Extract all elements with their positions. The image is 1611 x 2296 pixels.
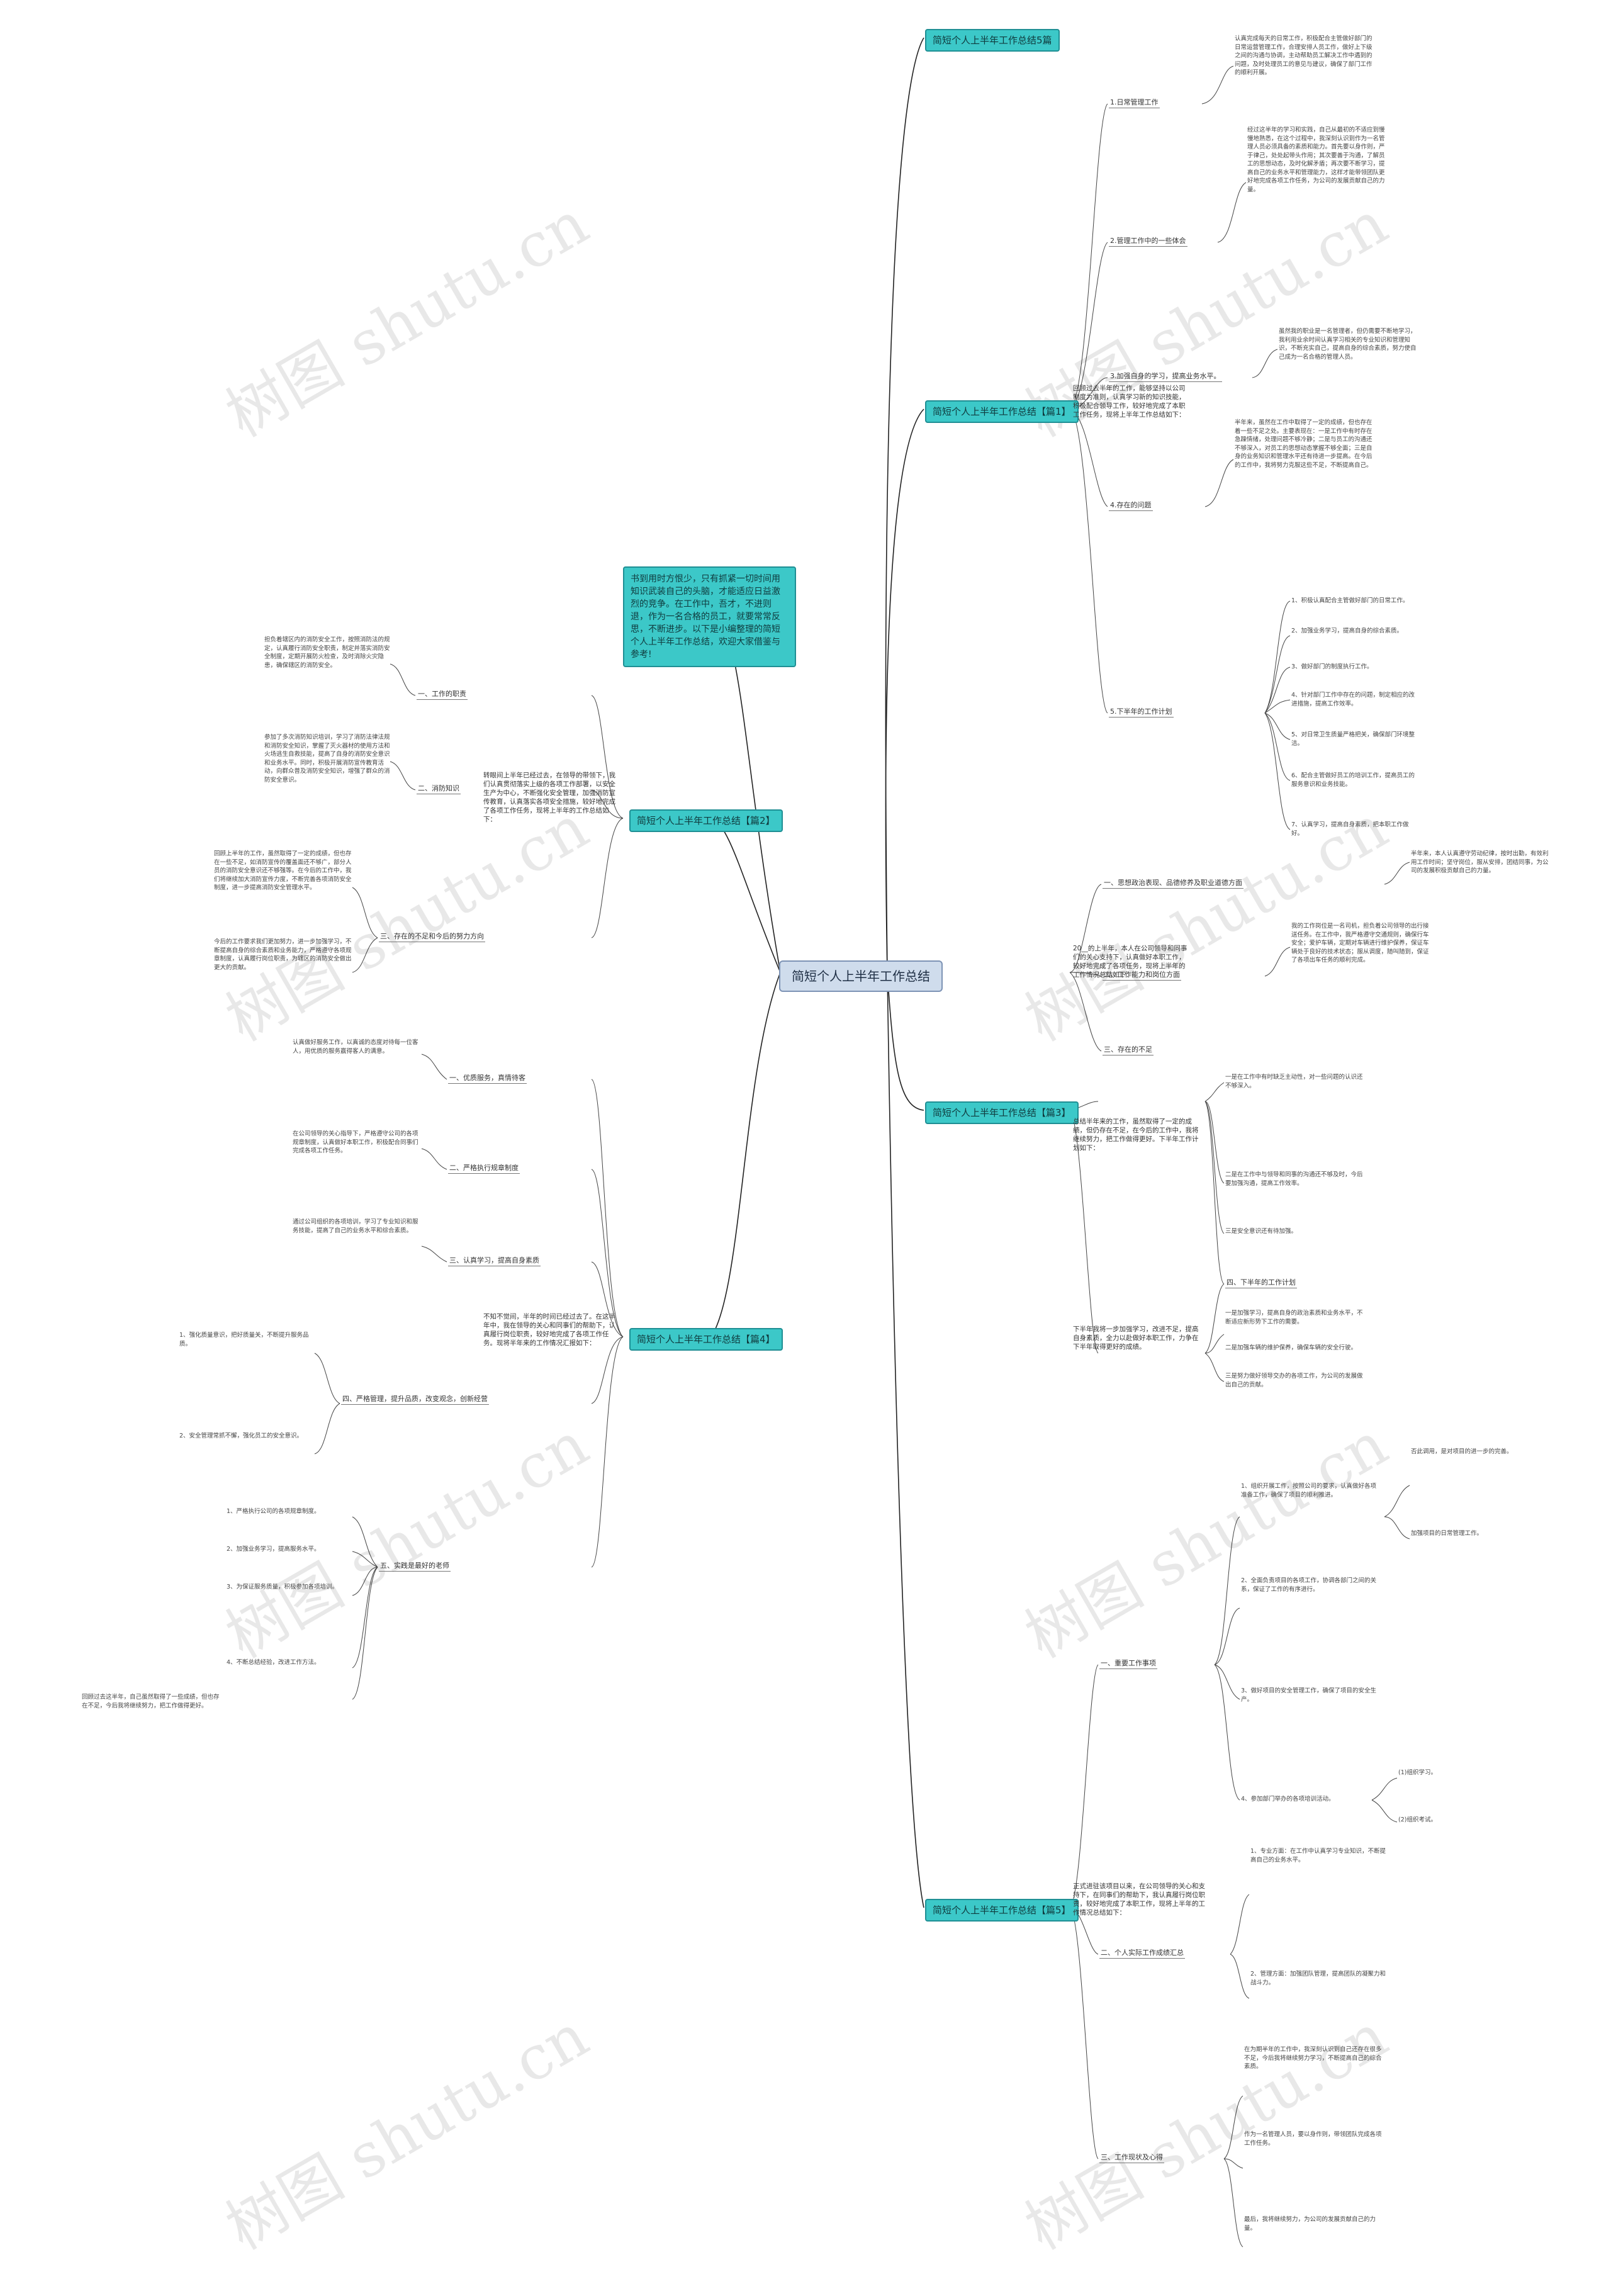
- p3c-leaf-2: 二是加强车辆的维护保养，确保车辆的安全行驶。: [1225, 1344, 1357, 1351]
- p1-sub-daily[interactable]: 1.日常管理工作: [1109, 98, 1160, 108]
- p5-detail-3: (1)组织学习。: [1398, 1769, 1437, 1776]
- p1-summary: 回顾过去半年的工作，能够坚持以公司制度为准则，认真学习新的知识技能，积极配合领导…: [1073, 385, 1186, 419]
- p1-leaf-daily: 认真完成每天的日常工作，积极配合主管做好部门的日常运营管理工作，合理安排人员工作…: [1235, 35, 1372, 76]
- p3b-sub-plan[interactable]: 四、下半年的工作计划: [1225, 1278, 1297, 1288]
- p3-sub-morals[interactable]: 一、思想政治表现、品德修养及职业道德方面: [1103, 878, 1243, 889]
- p4-summary: 不知不觉间，半年的时间已经过去了。在这半年中，我在领导的关心和同事们的帮助下，认…: [483, 1313, 615, 1347]
- p1-sub-plan[interactable]: 5.下半年的工作计划: [1109, 707, 1174, 718]
- p3b-leaf-3: 三是安全意识还有待加强。: [1225, 1228, 1298, 1235]
- p3-summary: 20__的上半年，本人在公司领导和同事们的关心支持下，认真做好本职工作，较好地完…: [1073, 945, 1187, 979]
- p5-leaf-status-3: 最后，我将继续努力，为公司的发展贡献自己的力量。: [1244, 2216, 1376, 2232]
- p2-summary: 转眼间上半年已经过去，在领导的带领下，我们认真贯彻落实上级的各项工作部署，以安全…: [483, 772, 615, 823]
- p3b-leaf-2: 二是在工作中与领导和同事的沟通还不够及时，今后要加强沟通，提高工作效率。: [1225, 1171, 1363, 1187]
- p1-leaf-experience: 经过这半年的学习和实践，自己从最初的不适应到慢慢地熟悉，在这个过程中，我深刻认识…: [1247, 127, 1385, 193]
- topic-article-4[interactable]: 简短个人上半年工作总结【篇4】: [629, 1328, 783, 1351]
- p5-sub-results[interactable]: 二、个人实际工作成绩汇总: [1099, 1948, 1185, 1959]
- p3-leaf-morals: 半年来，本人认真遵守劳动纪律，按时出勤，有效利用工作时间；坚守岗位，服从安排，团…: [1411, 850, 1549, 874]
- p3-leaf-ability: 我的工作岗位是一名司机，担负着公司领导的出行接送任务。在工作中，我严格遵守交通规…: [1291, 923, 1429, 964]
- p2-sub-shortcoming[interactable]: 三、存在的不足和今后的努力方向: [379, 931, 485, 942]
- p4-leaf-management-2: 2、安全管理常抓不懈，强化员工的安全意识。: [179, 1432, 303, 1439]
- topic-article-1[interactable]: 简短个人上半年工作总结【篇1】: [925, 400, 1079, 423]
- p1-leaf-problems: 半年来，虽然在工作中取得了一定的成绩，但也存在着一些不足之处。主要表现在：一是工…: [1235, 419, 1372, 469]
- p1-sub-experience[interactable]: 2.管理工作中的一些体会: [1109, 236, 1187, 247]
- intro-box[interactable]: 书到用时方恨少，只有抓紧一切时间用知识武装自己的头脑，才能适应日益激烈的竞争。在…: [623, 566, 796, 667]
- p5-leaf-result-2: 2、管理方面：加强团队管理，提高团队的凝聚力和战斗力。: [1250, 1971, 1386, 1986]
- p5-leaf-result-1: 1、专业方面：在工作中认真学习专业知识，不断提高自己的业务水平。: [1250, 1848, 1386, 1864]
- p4-leaf-practice-4: 4、不断总结经验，改进工作方法。: [227, 1659, 320, 1666]
- p5-sub-tasks[interactable]: 一、重要工作事项: [1099, 1658, 1157, 1669]
- p4-sub-service[interactable]: 一、优质服务，真情待客: [448, 1073, 527, 1084]
- p4-leaf-practice-2: 2、加强业务学习，提高服务水平。: [227, 1546, 320, 1553]
- p2-sub-duty[interactable]: 一、工作的职责: [417, 689, 468, 700]
- p2-leaf-fire-knowledge: 参加了多次消防知识培训，学习了消防法律法规和消防安全知识，掌握了灭火器材的使用方…: [264, 734, 390, 784]
- p4-sub-rules[interactable]: 二、严格执行规章制度: [448, 1163, 520, 1174]
- p4-sub-management[interactable]: 四、严格管理，提升品质，改变观念，创新经营: [341, 1394, 489, 1405]
- p4-sub-learning[interactable]: 三、认真学习，提高自身素质: [448, 1256, 541, 1266]
- p2-leaf-shortcoming-1: 回顾上半年的工作，虽然取得了一定的成绩，但也存在一些不足，如消防宣传的覆盖面还不…: [214, 850, 352, 891]
- p5-detail-4: (2)组织考试。: [1398, 1816, 1437, 1823]
- p4-leaf-learning: 通过公司组织的各项培训，学习了专业知识和服务技能，提高了自己的业务水平和综合素质…: [293, 1218, 418, 1234]
- root-topic[interactable]: 简短个人上半年工作总结: [779, 960, 943, 992]
- p5-leaf-status-1: 在为期半年的工作中，我深刻认识到自己还存在很多不足，今后我将继续努力学习，不断提…: [1244, 2046, 1382, 2070]
- p4-leaf-management-1: 1、强化质量意识，把好质量关，不断提升服务品质。: [179, 1332, 309, 1348]
- p3c-leaf-3: 三是努力做好领导交办的各项工作，为公司的发展做出自己的贡献。: [1225, 1373, 1363, 1388]
- topic-article-3[interactable]: 简短个人上半年工作总结【篇3】: [925, 1101, 1079, 1124]
- p5-leaf-status-2: 作为一名管理人员，要以身作则，带领团队完成各项工作任务。: [1244, 2131, 1382, 2147]
- p4-leaf-conclusion: 回顾过去这半年，自己虽然取得了一些成绩，但也存在不足，今后我将继续努力，把工作做…: [82, 1694, 220, 1709]
- p1-leaf-plan-3: 3、做好部门的制度执行工作。: [1291, 663, 1373, 670]
- p4-sub-practice[interactable]: 五、实践是最好的老师: [379, 1561, 451, 1572]
- p1-leaf-plan-1: 1、积极认真配合主管做好部门的日常工作。: [1291, 597, 1409, 604]
- p4-leaf-practice-1: 1、严格执行公司的各项规章制度。: [227, 1508, 320, 1515]
- p4-leaf-practice-3: 3、为保证服务质量，积极参加各项培训。: [227, 1584, 339, 1590]
- p5-sub-status[interactable]: 三、工作现状及心得: [1099, 2152, 1164, 2163]
- topic-five-articles[interactable]: 简短个人上半年工作总结5篇: [925, 29, 1060, 52]
- p1-sub-study[interactable]: 3.加强自身的学习，提高业务水平。: [1109, 371, 1222, 382]
- p3-sub-ability[interactable]: 二、工作能力和岗位方面: [1103, 970, 1181, 981]
- p1-leaf-study: 虽然我的职业是一名管理者，但仍需要不断地学习，我利用业余时间认真学习相关的专业知…: [1279, 328, 1417, 361]
- p1-leaf-plan-4: 4、针对部门工作中存在的问题，制定相应的改进措施，提高工作效率。: [1291, 692, 1415, 707]
- topic-article-2[interactable]: 简短个人上半年工作总结【篇2】: [629, 809, 783, 832]
- p5-detail-2: 加强项目的日常管理工作。: [1411, 1530, 1483, 1537]
- p1-leaf-plan-5: 5、对日常卫生质量严格把关，确保部门环境整洁。: [1291, 731, 1415, 747]
- p2-leaf-shortcoming-2: 今后的工作要求我们更加努力，进一步加强学习，不断提高自身的综合素质和业务能力，严…: [214, 938, 352, 971]
- p3-sub-shortcoming[interactable]: 三、存在的不足: [1103, 1045, 1154, 1055]
- p3b-summary: 总结半年来的工作，虽然取得了一定的成绩，但仍存在不足，在今后的工作中，我将继续努…: [1073, 1118, 1199, 1152]
- p3b-leaf-1: 一是在工作中有时缺乏主动性，对一些问题的认识还不够深入。: [1225, 1074, 1363, 1089]
- p5-leaf-task-4: 4、参加部门举办的各项培训活动。: [1241, 1796, 1335, 1803]
- p3c-leaf-1: 一是加强学习，提高自身的政治素质和业务水平，不断适应新形势下工作的需要。: [1225, 1310, 1363, 1325]
- p3c-summary: 下半年我将一步加强学习，改进不足，提高自身素质，全力以赴做好本职工作，力争在下半…: [1073, 1325, 1199, 1351]
- p1-leaf-plan-6: 6、配合主管做好员工的培训工作，提高员工的服务意识和业务技能。: [1291, 772, 1415, 788]
- p5-leaf-task-2: 2、全面负责项目的各项工作，协调各部门之间的关系，保证了工作的有序进行。: [1241, 1577, 1377, 1593]
- p5-summary: 正式进驻该项目以来，在公司领导的关心和支持下，在同事们的帮助下，我认真履行岗位职…: [1073, 1882, 1205, 1916]
- p1-leaf-plan-2: 2、加强业务学习，提高自身的综合素质。: [1291, 627, 1403, 634]
- p2-sub-fire-knowledge[interactable]: 二、消防知识: [417, 784, 461, 794]
- topic-article-5[interactable]: 简短个人上半年工作总结【篇5】: [925, 1899, 1079, 1922]
- p5-leaf-task-3: 3、做好项目的安全管理工作，确保了项目的安全生产。: [1241, 1687, 1377, 1703]
- p5-detail-1: 否此调用，是对项目的进一步的完善。: [1411, 1448, 1513, 1455]
- p4-leaf-rules: 在公司领导的关心指导下，严格遵守公司的各项规章制度，认真做好本职工作，积极配合同…: [293, 1130, 418, 1154]
- p1-sub-problems[interactable]: 4.存在的问题: [1109, 500, 1153, 511]
- p2-leaf-duty: 担负着辖区内的消防安全工作，按照消防法的规定，认真履行消防安全职责，制定并落实消…: [264, 636, 390, 669]
- p4-leaf-service: 认真做好服务工作，以真诚的态度对待每一位客人，用优质的服务赢得客人的满意。: [293, 1039, 418, 1055]
- p5-leaf-task-1: 1、组织开展工作，按照公司的要求，认真做好各项准备工作，确保了项目的顺利推进。: [1241, 1483, 1377, 1499]
- p1-leaf-plan-7: 7、认真学习，提高自身素质，把本职工作做好。: [1291, 821, 1409, 837]
